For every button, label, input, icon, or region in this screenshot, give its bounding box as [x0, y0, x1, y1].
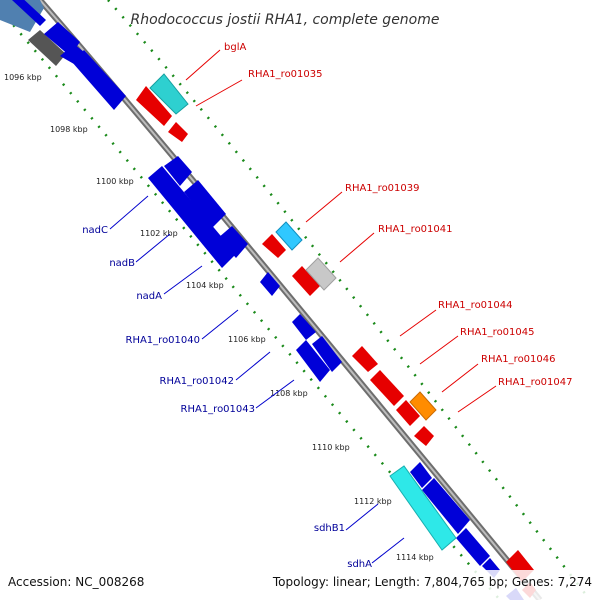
kbp-tick-label: 1100 kbp — [96, 177, 134, 186]
gene-red[interactable] — [292, 266, 320, 296]
kbp-tick-label: 1106 kbp — [228, 335, 266, 344]
gene-RHA1_ro01044[interactable] — [352, 346, 378, 372]
gene-red[interactable] — [262, 234, 286, 258]
gene-RHA1_ro01040[interactable] — [260, 272, 280, 296]
reverse-gene-labels: nadC nadB nadA RHA1_ro01040 RHA1_ro01042… — [82, 225, 372, 570]
gene-red[interactable] — [168, 122, 188, 142]
gene-blue[interactable] — [60, 44, 84, 64]
gene-label[interactable]: RHA1_ro01046 — [481, 354, 556, 365]
accession-label: Accession: NC_008268 — [8, 575, 144, 589]
gene-nadA[interactable] — [218, 226, 248, 258]
forward-gene-labels: bglA RHA1_ro01035 RHA1_ro01039 RHA1_ro01… — [224, 42, 573, 388]
gene-label[interactable]: RHA1_ro01042 — [160, 376, 235, 387]
gene-label[interactable]: RHA1_ro01047 — [498, 377, 573, 388]
gene-RHA1_ro01042[interactable] — [292, 314, 316, 340]
gene-RHA1_ro01035[interactable] — [136, 86, 172, 126]
gene-label[interactable]: nadC — [82, 225, 108, 236]
gene-label[interactable]: RHA1_ro01045 — [460, 327, 535, 338]
gene-label[interactable]: RHA1_ro01040 — [126, 335, 201, 346]
forward-strand-genes — [136, 73, 536, 598]
kbp-tick-label: 1096 kbp — [4, 73, 42, 82]
kbp-tick-label: 1102 kbp — [140, 229, 178, 238]
gene-sdhB1[interactable] — [422, 478, 470, 534]
reverse-strand-genes — [0, 0, 524, 600]
gene-nadB[interactable] — [184, 180, 226, 228]
gene-partial[interactable] — [12, 0, 46, 26]
kbp-tick-label: 1108 kbp — [270, 389, 308, 398]
gene-red[interactable] — [414, 426, 434, 446]
gene-RHA1_ro01043[interactable] — [296, 340, 330, 382]
gene-blue[interactable] — [164, 156, 192, 186]
forward-leader-lines — [185, 49, 497, 413]
gene-bglA[interactable] — [149, 73, 189, 115]
gene-label[interactable]: RHA1_ro01041 — [378, 224, 453, 235]
gene-label[interactable]: bglA — [224, 42, 246, 53]
gene-label[interactable]: RHA1_ro01044 — [438, 300, 513, 311]
kbp-tick-label: 1114 kbp — [396, 553, 434, 562]
gene-blue[interactable] — [312, 336, 342, 372]
footer-background — [0, 570, 600, 600]
gene-label[interactable]: sdhB1 — [314, 523, 345, 534]
gene-nadC[interactable] — [148, 166, 236, 268]
gene-RHA1_ro01045[interactable] — [370, 370, 404, 406]
outer-tick-track — [107, 0, 591, 600]
kbp-tick-label: 1112 kbp — [354, 497, 392, 506]
kbp-tick-label: 1098 kbp — [50, 125, 88, 134]
gene-label[interactable]: RHA1_ro01043 — [181, 404, 256, 415]
kbp-tick-label: 1110 kbp — [312, 443, 350, 452]
gene-label[interactable]: sdhA — [347, 559, 372, 570]
gene-RHA1_ro01047[interactable] — [409, 391, 437, 421]
gene-blue[interactable] — [72, 50, 126, 110]
gene-sdhA[interactable] — [456, 528, 490, 566]
gene-label[interactable]: RHA1_ro01035 — [248, 69, 323, 80]
gene-RHA1_ro01039[interactable] — [275, 221, 303, 251]
gene-cyan-sdh[interactable] — [389, 465, 457, 551]
gene-gray[interactable] — [28, 30, 66, 66]
gene-label[interactable]: RHA1_ro01039 — [345, 183, 420, 194]
gene-label[interactable]: nadA — [136, 291, 162, 302]
gene-RHA1_ro01046[interactable] — [396, 400, 420, 426]
map-title: Rhodococcus jostii RHA1, complete genome — [130, 12, 439, 28]
inner-tick-track — [0, 7, 501, 600]
kbp-tick-labels: 1096 kbp 1098 kbp 1100 kbp 1102 kbp 1104… — [4, 73, 434, 562]
gene-label[interactable]: nadB — [109, 258, 135, 269]
genome-summary: Topology: linear; Length: 7,804,765 bp; … — [272, 575, 592, 589]
reverse-leader-lines — [109, 195, 405, 564]
gene-RHA1_ro01041[interactable] — [305, 257, 337, 291]
kbp-tick-label: 1104 kbp — [186, 281, 224, 290]
gene-blue[interactable] — [410, 462, 432, 488]
